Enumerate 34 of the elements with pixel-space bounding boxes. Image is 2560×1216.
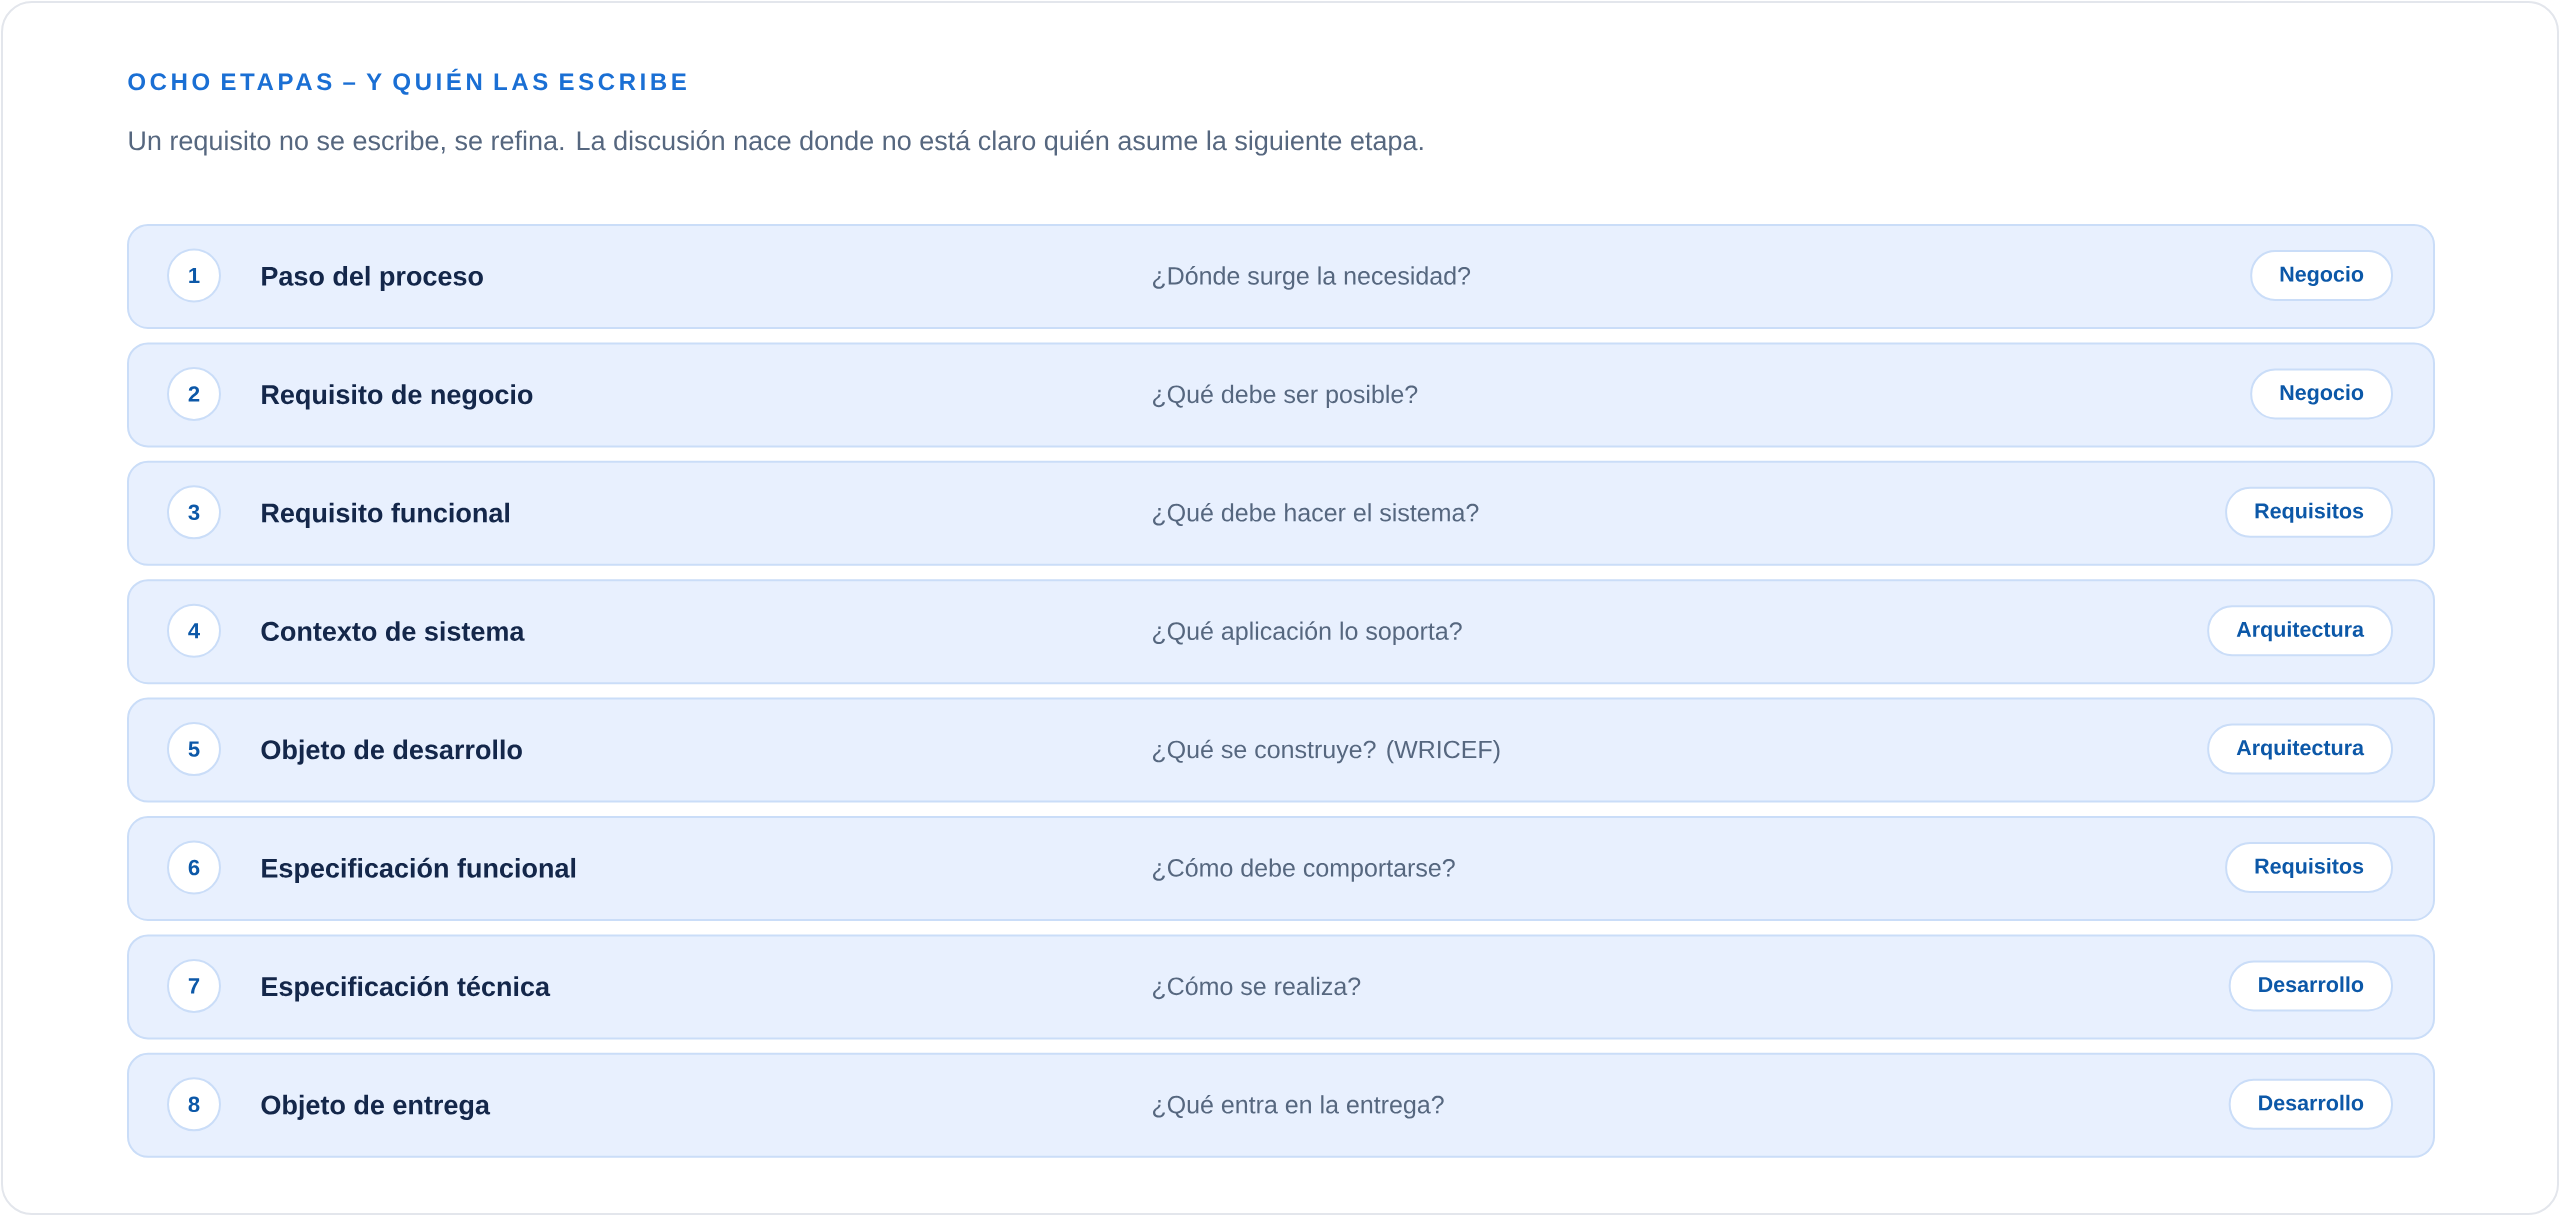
step-number: 1: [167, 248, 221, 303]
stage-question: ¿Dónde surge la necesidad?: [1153, 266, 1471, 290]
intro-text: Un requisito no se escribe, se refina. La discusión nace donde no está claro quién asume la siguiente etapa.: [129, 130, 1423, 156]
stage-title: Requisito funcional: [262, 502, 509, 528]
stage-title: Objeto de desarrollo: [261, 739, 522, 765]
role-badge: Desarrollo: [2228, 960, 2394, 1012]
role-badge: Requisitos: [2225, 842, 2394, 893]
step-number: 5: [167, 722, 221, 777]
step-number: 2: [167, 366, 221, 421]
step-number: 7: [167, 958, 221, 1013]
stage-question: ¿Qué debe ser posible?: [1153, 384, 1418, 409]
step-number: 6: [167, 840, 221, 895]
stage-title: Especificación funcional: [262, 857, 576, 884]
stage-title: Objeto de entrega: [261, 1094, 491, 1120]
step-number: 3: [167, 485, 221, 540]
stage-question: ¿Cómo se realiza?: [1153, 976, 1361, 1000]
role-badge: Negocio: [2250, 368, 2394, 420]
stage-title: Paso del proceso: [262, 265, 483, 292]
stage-question: ¿Qué aplicación lo soporta?: [1153, 621, 1462, 645]
step-number: 4: [167, 603, 221, 658]
stage-question: ¿Qué entra en la entrega?: [1153, 1094, 1444, 1119]
step-number: 8: [167, 1077, 221, 1132]
role-badge: Arquitectura: [2207, 605, 2394, 657]
stage-title: Contexto de sistema: [261, 621, 525, 641]
role-badge: Negocio: [2250, 250, 2394, 301]
section-heading: OCHO ETAPAS – Y QUIÉN LAS ESCRIBE: [128, 68, 686, 95]
role-badge: Requisitos: [2225, 486, 2394, 538]
role-badge: Arquitectura: [2207, 723, 2394, 775]
stage-title: Requisito de negocio: [262, 384, 533, 410]
stage-question: ¿Qué se construye? (WRICEF): [1153, 739, 1500, 764]
stage-question: ¿Qué debe hacer el sistema?: [1153, 502, 1479, 527]
stage-title: Especificación técnica: [262, 976, 551, 1002]
role-badge: Desarrollo: [2228, 1078, 2394, 1130]
stage-question: ¿Cómo debe comportarse?: [1153, 858, 1455, 882]
